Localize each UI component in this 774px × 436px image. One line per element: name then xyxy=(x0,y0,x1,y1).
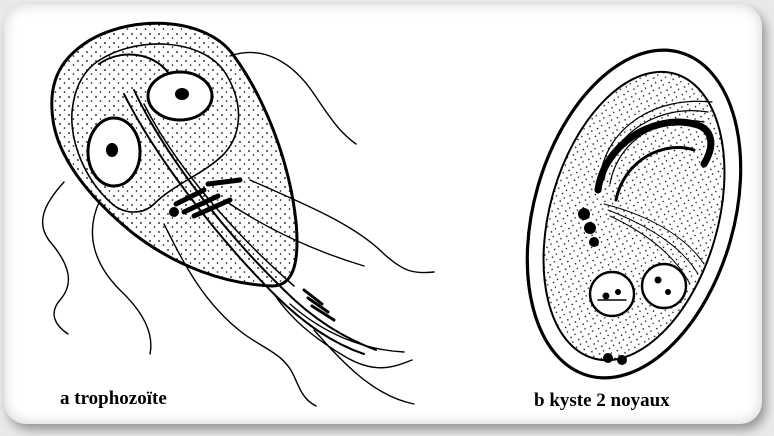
trophozoite-drawing xyxy=(43,23,434,406)
cyst-nucleus-2 xyxy=(642,264,686,308)
caption-cyst: b kyste 2 noyaux xyxy=(534,390,670,412)
illustration xyxy=(4,4,762,424)
figure-frame: a trophozoïte b kyste 2 noyaux xyxy=(4,4,762,424)
caption-trophozoite: a trophozoïte xyxy=(60,388,167,410)
cyst-nucleus-1 xyxy=(590,272,634,316)
cyst-drawing xyxy=(492,25,762,403)
